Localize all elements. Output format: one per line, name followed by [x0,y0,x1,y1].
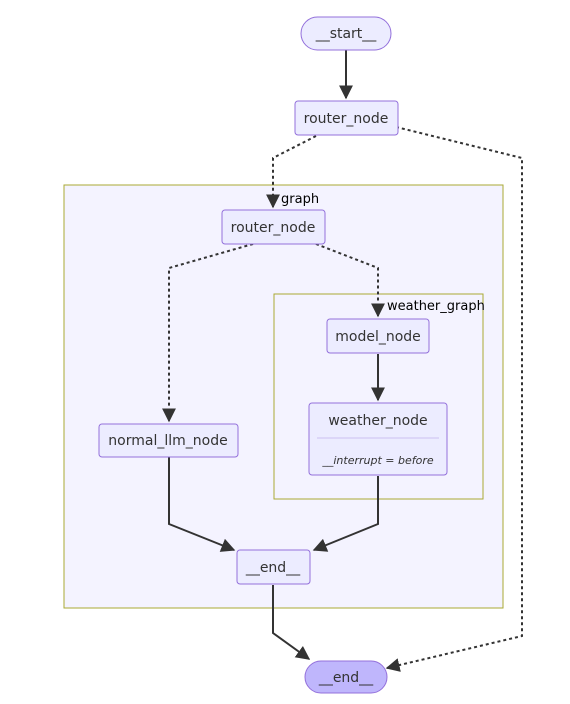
cluster-weather-graph-label: weather_graph [387,299,485,314]
node-weather[interactable]: weather_node __interrupt = before [308,402,448,476]
model-node-shape [326,318,430,354]
router-outer-label: router_node [304,111,389,127]
node-end-outer[interactable]: __end__ [304,660,388,694]
cluster-graph-label: graph [281,192,319,207]
edge-graph-end-to-end [272,585,311,660]
start-node-shape [300,16,392,51]
node-start[interactable]: __start__ [300,16,392,51]
edge-graph-router-to-model [315,243,385,318]
start-node-label: __start__ [315,26,378,42]
router-outer-shape [294,100,399,136]
weather-node-label: weather_node [328,413,427,429]
node-router-inner[interactable]: router_node [221,209,326,245]
node-model[interactable]: model_node [326,318,430,354]
weather-node-note: __interrupt = before [321,454,434,467]
end-outer-label: __end__ [318,670,374,686]
node-normal-llm[interactable]: normal_llm_node [98,423,239,458]
end-outer-shape [304,660,388,694]
edge-weather-to-end [312,476,379,552]
edge-normal-llm-to-end [168,457,236,552]
normal-llm-node-shape [98,423,239,458]
end-inner-label: __end__ [245,560,301,576]
edge-router-to-graph-router [266,135,317,209]
node-router-outer[interactable]: router_node [294,100,399,136]
model-node-label: model_node [335,329,421,345]
normal-llm-node-label: normal_llm_node [108,433,227,449]
router-inner-label: router_node [231,220,316,236]
router-inner-shape [221,209,326,245]
end-inner-shape [236,549,311,585]
weather-node-shape [308,402,448,476]
node-end-inner[interactable]: __end__ [236,549,311,585]
edge-router-to-end [385,126,523,672]
edges [162,50,523,672]
